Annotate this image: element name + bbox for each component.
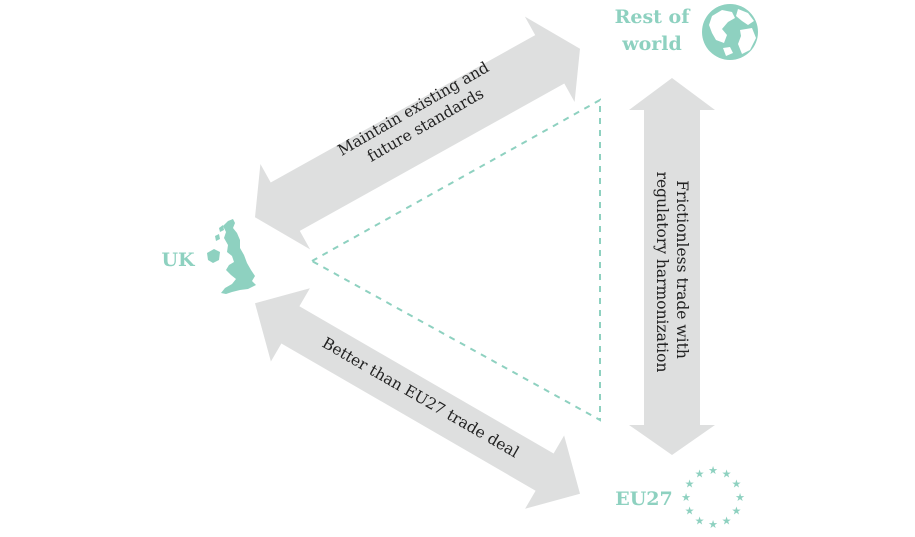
arrow-uk-rest-of-world (255, 16, 580, 250)
eu-star: ★ (695, 468, 705, 481)
eu-star: ★ (708, 518, 718, 531)
eu-star: ★ (685, 478, 695, 491)
node-label-rest-of-world: Rest of world (614, 6, 690, 55)
globe-icon (702, 4, 758, 60)
eu-star: ★ (685, 505, 695, 518)
arrow-rest-of-world-eu27 (629, 78, 715, 455)
eu-star: ★ (731, 505, 741, 518)
eu-star: ★ (695, 514, 705, 527)
eu-star: ★ (722, 514, 732, 527)
node-label-eu27: EU27 (615, 488, 673, 510)
node-label-uk: UK (161, 249, 195, 271)
arrow-uk-eu27 (255, 288, 580, 509)
eu-star: ★ (735, 491, 745, 504)
arrow-label-rest-of-world-eu27: Frictionless trade with regulatory harmo… (653, 172, 691, 373)
eu-stars-icon: ★★★★★★★★★★★★ (681, 464, 745, 531)
eu-star: ★ (681, 491, 691, 504)
arrow-label-uk-eu27: Better than EU27 trade deal (319, 334, 522, 462)
uk-map-icon (207, 219, 256, 294)
eu-star: ★ (731, 478, 741, 491)
eu-star: ★ (708, 464, 718, 477)
eu-star: ★ (722, 468, 732, 481)
